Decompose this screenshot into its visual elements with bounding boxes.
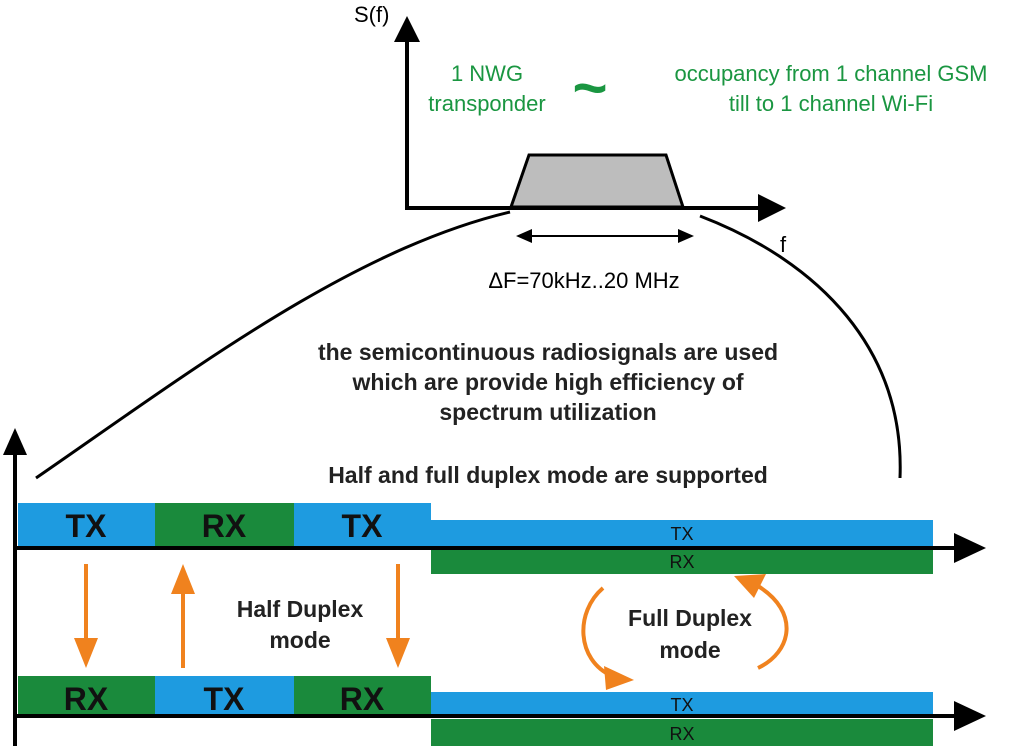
half-duplex-bottom-block-2: [155, 676, 294, 716]
half-duplex-top-block-2: [155, 503, 294, 547]
top-time-axis-arrowhead: [954, 533, 986, 563]
half-duplex-top-label-1: TX: [66, 508, 108, 544]
half-duplex-top-label-3: TX: [342, 508, 384, 544]
note-line-2: which are provide high efficiency of: [351, 369, 743, 395]
zoom-curve-right: [699, 214, 902, 479]
note-line-1: the semicontinuous radiosignals are used: [318, 339, 778, 365]
full-duplex-bottom-rx-label: RX: [669, 724, 694, 744]
half-duplex-bottom-label-3: RX: [340, 681, 385, 717]
full-duplex-top-tx-label: TX: [670, 524, 693, 544]
occupancy-label-line2: till to 1 channel Wi-Fi: [729, 91, 933, 116]
half-duplex-bottom-label-1: RX: [64, 681, 109, 717]
half-duplex-bottom-label-2: TX: [204, 681, 246, 717]
zoom-curve-left: [35, 210, 511, 480]
full-duplex-label-line2: mode: [659, 637, 720, 663]
full-duplex-bottom-tx-label: TX: [670, 695, 693, 715]
bandwidth-arrow: [516, 229, 694, 243]
half-duplex-top-label-2: RX: [202, 508, 247, 544]
bottom-time-axis-arrowhead: [954, 701, 986, 731]
half-duplex-bottom-block-3: [294, 676, 431, 716]
bottom-timeline: RX TX RX TX RX: [14, 676, 986, 746]
half-duplex-label-line1: Half Duplex: [237, 596, 364, 622]
half-duplex-label-line2: mode: [269, 627, 330, 653]
note-line-3: spectrum utilization: [439, 399, 656, 425]
full-duplex-bottom-tx-band: [431, 692, 933, 716]
curved-arrow-lower-head: [604, 666, 634, 690]
x-axis-label: f: [780, 232, 787, 257]
top-timeline: TX RX TX TX RX: [14, 503, 986, 574]
occupancy-label-line1: occupancy from 1 channel GSM: [674, 61, 987, 86]
full-duplex-top-tx-band: [431, 520, 933, 546]
curved-arrow-upper-head: [734, 574, 766, 598]
half-duplex-top-block-3: [294, 503, 431, 547]
spectrum-y-axis-arrowhead: [394, 16, 420, 42]
arrow-up: [171, 564, 195, 594]
full-duplex-top-rx-band: [431, 549, 933, 574]
spectrum-plot: S(f) f ΔF=70kHz..20 MHz 1 NWG transponde…: [354, 2, 988, 293]
duplex-support-note: Half and full duplex mode are supported: [328, 462, 768, 488]
full-duplex-label-line1: Full Duplex: [628, 605, 752, 631]
half-duplex-top-block-1: [18, 503, 155, 547]
bandwidth-label: ΔF=70kHz..20 MHz: [488, 268, 679, 293]
signal-band: [508, 153, 686, 209]
full-duplex-bottom-rx-band: [431, 719, 933, 746]
full-duplex-arrows: [581, 574, 789, 690]
transponder-label-line1: 1 NWG: [451, 61, 523, 86]
tilde-symbol: ~: [572, 54, 607, 121]
arrow-down-2: [386, 638, 410, 668]
left-vertical-axis-arrowhead: [3, 428, 27, 455]
spectrum-x-axis-arrowhead: [758, 194, 786, 222]
arrow-down-1: [74, 638, 98, 668]
half-duplex-arrows: [74, 564, 410, 668]
half-duplex-bottom-block-1: [18, 676, 155, 716]
full-duplex-top-rx-label: RX: [669, 552, 694, 572]
transponder-label-line2: transponder: [428, 91, 545, 116]
y-axis-label: S(f): [354, 2, 389, 27]
